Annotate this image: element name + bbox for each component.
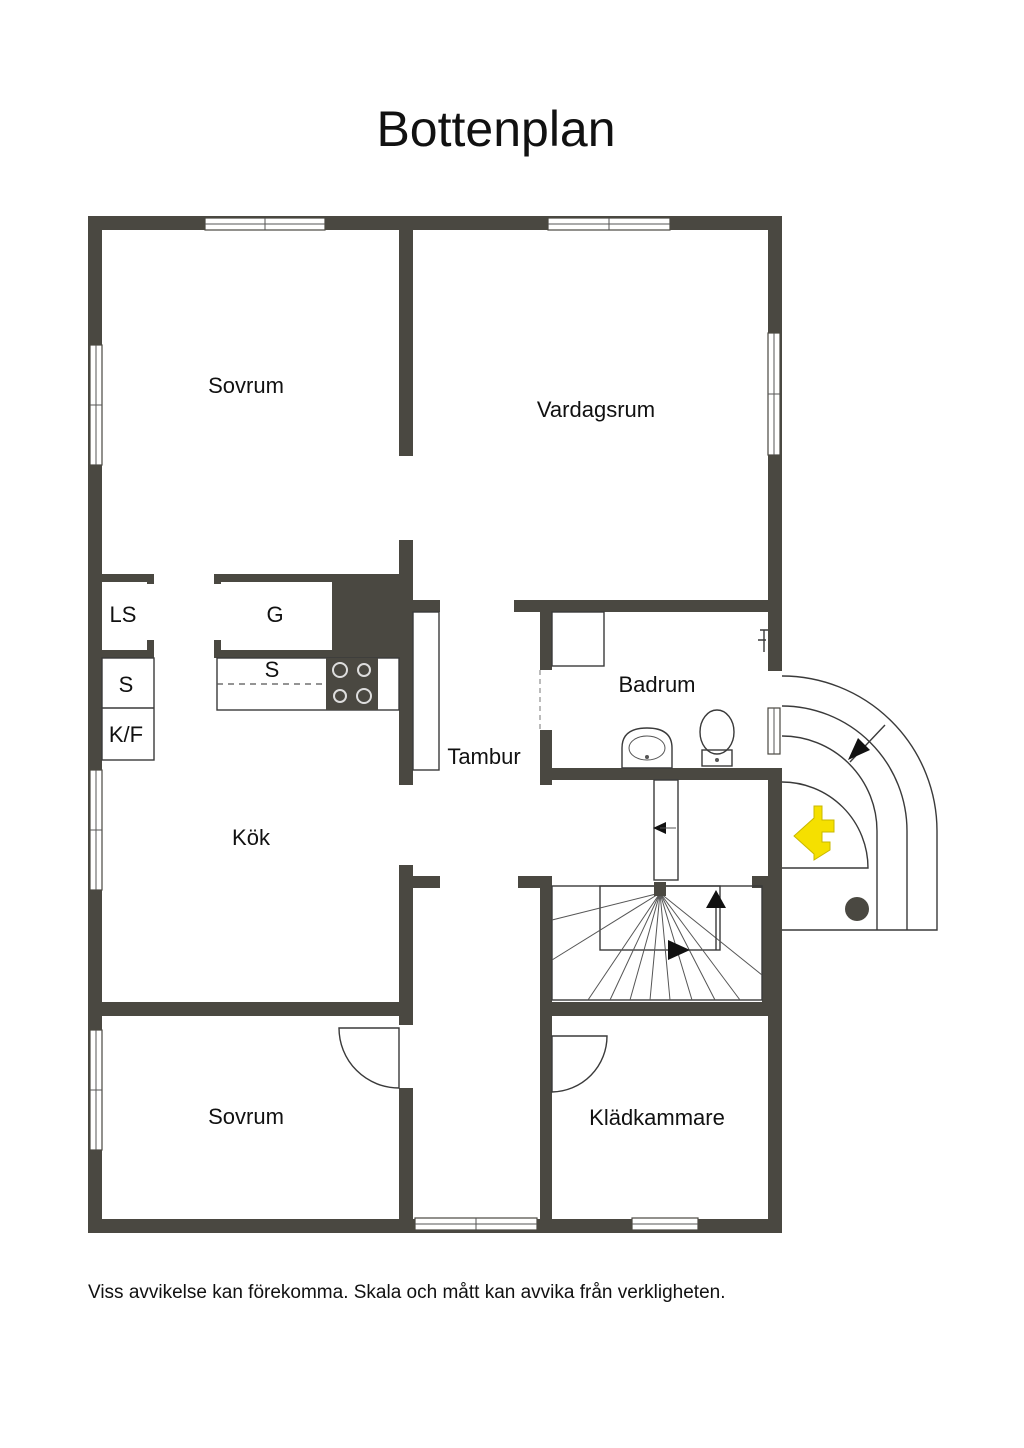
bathroom-fixtures bbox=[539, 611, 768, 769]
interior-walls bbox=[102, 230, 782, 1219]
hall-passage bbox=[653, 779, 679, 881]
toilet-icon bbox=[699, 709, 735, 755]
entrance-steps bbox=[781, 675, 938, 931]
kitchen-fixtures bbox=[101, 657, 400, 761]
room-label-ls: LS bbox=[110, 602, 137, 627]
room-label-g: G bbox=[266, 602, 283, 627]
lamp-post bbox=[845, 897, 869, 921]
stair-post bbox=[654, 882, 666, 896]
plan-title: Bottenplan bbox=[376, 101, 616, 157]
room-label-tambur: Tambur bbox=[447, 744, 520, 769]
staircase bbox=[551, 882, 763, 1001]
doors bbox=[338, 1027, 608, 1093]
room-label-sovrum-bottom: Sovrum bbox=[208, 1104, 284, 1129]
entrance-arrow-icon bbox=[793, 805, 835, 861]
room-label-vardagsrum: Vardagsrum bbox=[537, 397, 655, 422]
room-label-s-counter: S bbox=[265, 657, 280, 682]
room-labels: Sovrum Vardagsrum LS G S S K/F Badrum Ta… bbox=[109, 373, 725, 1130]
shower-icon bbox=[758, 629, 768, 652]
room-label-sovrum-top: Sovrum bbox=[208, 373, 284, 398]
room-label-kladkammare: Klädkammare bbox=[589, 1105, 725, 1130]
disclaimer-text: Viss avvikelse kan förekomma. Skala och … bbox=[88, 1282, 726, 1303]
room-label-kf: K/F bbox=[109, 722, 143, 747]
room-label-badrum: Badrum bbox=[618, 672, 695, 697]
room-label-kok: Kök bbox=[232, 825, 271, 850]
windows bbox=[89, 217, 781, 1231]
sink-icon bbox=[621, 727, 673, 769]
exterior-walls bbox=[88, 216, 782, 1233]
tambur-wardrobe bbox=[412, 611, 440, 771]
room-label-s-closet: S bbox=[119, 672, 134, 697]
